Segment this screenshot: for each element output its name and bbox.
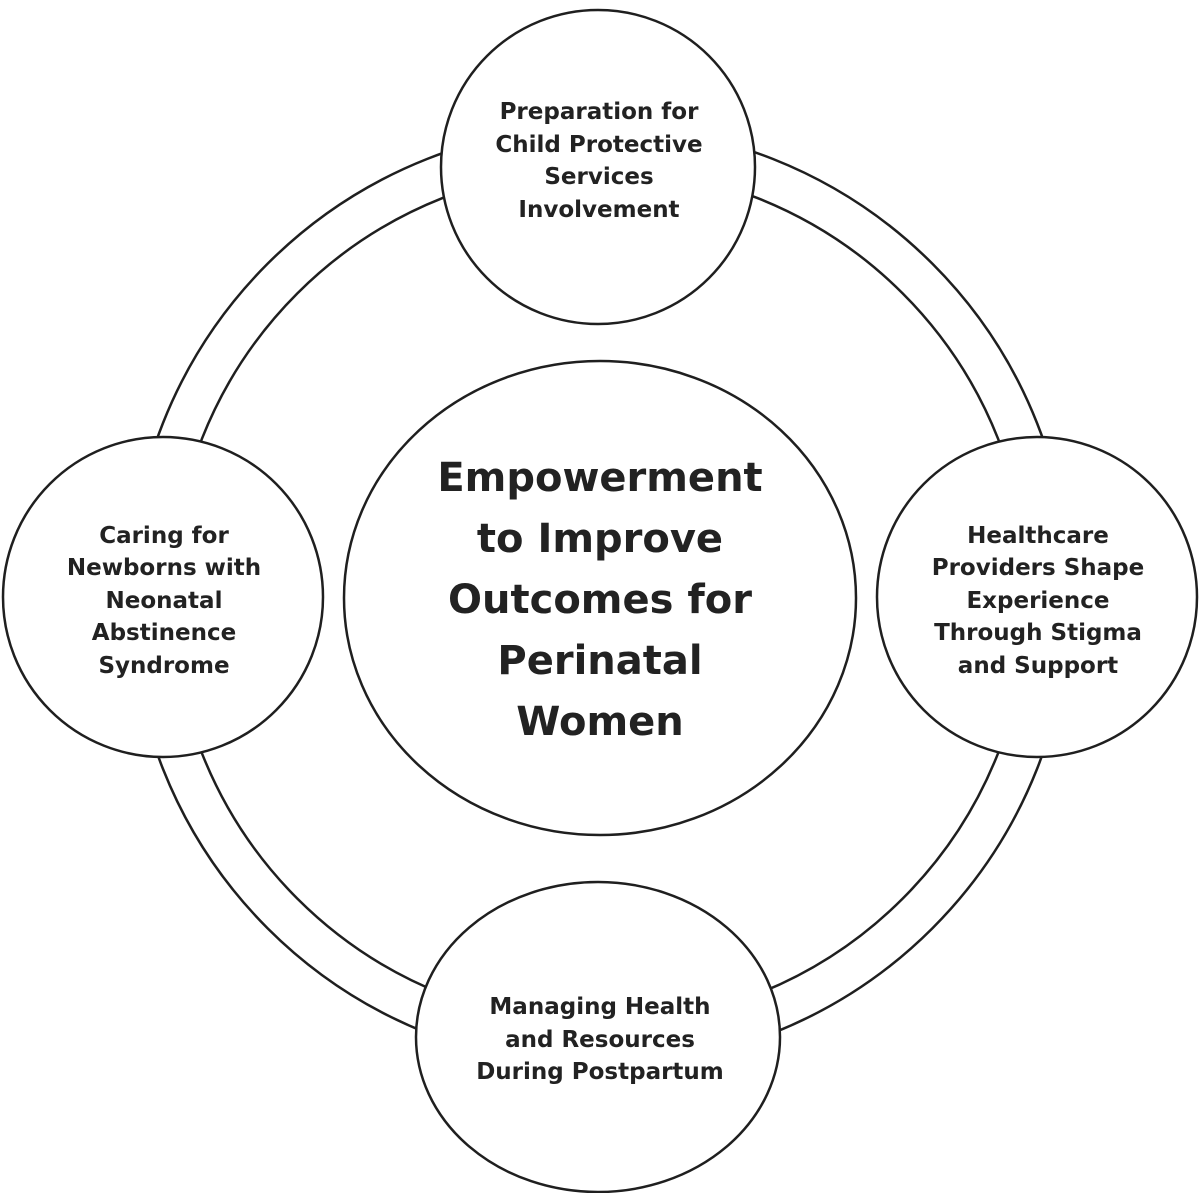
node-top-label: Preparation for Child Protective Service…	[495, 99, 703, 223]
node-bottom-ellipse	[414, 880, 782, 1193]
node-left-label: Caring for Newborns with Neonatal Abstin…	[66, 522, 262, 679]
node-top-circle	[439, 8, 757, 326]
node-left-circle	[1, 435, 325, 759]
node-bottom-label: Managing Health and Resources During Pos…	[476, 994, 724, 1086]
node-right-label: Healthcare Providers Shape Experience Th…	[931, 522, 1145, 679]
node-right-circle	[875, 435, 1199, 759]
center-circle	[342, 359, 858, 837]
center-label: Empowerment to Improve Outcomes for Peri…	[437, 454, 763, 745]
